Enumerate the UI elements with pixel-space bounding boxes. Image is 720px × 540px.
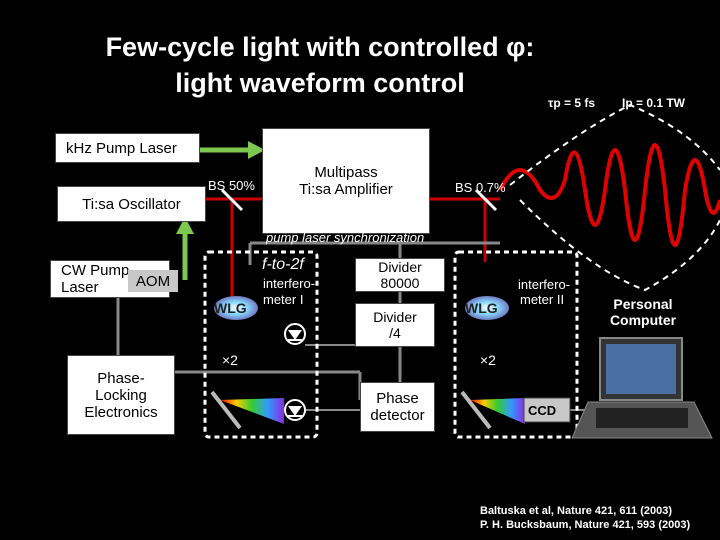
- phase-detector-label-2: detector: [370, 407, 425, 424]
- sync-label: pump laser synchronization: [266, 230, 425, 245]
- cw-pump-label-2: Laser: [61, 279, 99, 296]
- amplifier-label-1: Multipass: [314, 164, 378, 181]
- amplifier-label-2: Ti:sa Amplifier: [299, 181, 393, 198]
- amplifier-box: Multipass Ti:sa Amplifier: [262, 128, 430, 234]
- interferometer-2-label-2: meter II: [520, 292, 565, 307]
- title-line1: Few-cycle light with controlled φ:: [105, 32, 535, 62]
- wlg-2-label: WLG: [465, 300, 498, 316]
- aom-label: AOM: [135, 272, 171, 290]
- beam-splitter-50: [220, 188, 244, 212]
- cw-pump-box: CW Pump Laser: [50, 260, 170, 298]
- phase-locking-label-3: Electronics: [84, 403, 158, 421]
- aom-box: AOM: [128, 270, 178, 292]
- interferometer-2-label-1: interfero-: [518, 277, 571, 292]
- pulse-waveform: [498, 143, 720, 247]
- cw-pump-label-1: CW Pump: [61, 262, 130, 279]
- reference-1: Baltuska et al, Nature 421, 611 (2003): [480, 505, 672, 517]
- interferometer-1-label-1: interfero-: [263, 276, 316, 291]
- spectrum-2-fan: [470, 398, 525, 424]
- divider-1-label-2: 80000: [380, 275, 420, 291]
- pump-laser-label: kHz Pump Laser: [66, 139, 177, 157]
- beam-splitter-07: [474, 188, 498, 212]
- divider-2-label-2: /4: [389, 325, 401, 341]
- cw-pump-arrowhead: [176, 217, 194, 234]
- pulse-envelope-upper: [509, 103, 720, 186]
- computer-label-2: Computer: [609, 312, 677, 328]
- computer-label-1: Personal: [613, 296, 673, 312]
- f-to-2f-label: f-to-2f: [262, 256, 304, 273]
- pulse-envelope-lower: [519, 199, 720, 292]
- ccd-sensor: [523, 397, 571, 423]
- phase-detector-box: Phase detector: [360, 382, 435, 432]
- phase-locking-label-1: Phase-: [97, 369, 145, 387]
- pulse-duration-label: τp = 5 fs: [548, 96, 596, 110]
- reference-2: P. H. Bucksbaum, Nature 421, 593 (2003): [480, 519, 691, 531]
- photodiode-2-icon: [284, 399, 306, 421]
- pump-arrowhead: [248, 141, 265, 159]
- wlg-2-glow: [465, 296, 509, 320]
- grating-1: [210, 390, 242, 430]
- bs50-label: BS 50%: [208, 178, 255, 193]
- wlg-1-glow: [214, 296, 258, 320]
- photodiode-1-icon: [284, 323, 306, 345]
- bs07-label: BS 0.7%: [455, 180, 506, 195]
- ccd-label: CCD: [528, 403, 557, 418]
- computer-label: Personal Computer: [600, 296, 686, 332]
- doubler-1-label: ×2: [222, 352, 238, 368]
- divider-2-box: Divider /4: [355, 303, 435, 347]
- pump-laser-box: kHz Pump Laser: [55, 133, 200, 163]
- divider-1-label-1: Divider: [378, 259, 422, 275]
- title-line2: light waveform control: [175, 68, 465, 98]
- divider-1-box: Divider 80000: [355, 258, 445, 292]
- interferometer-2-frame: [453, 250, 579, 439]
- interferometer-1-label-2: meter I: [263, 292, 304, 307]
- laptop-icon: [571, 337, 713, 439]
- phase-locking-label-2: Locking: [95, 386, 147, 404]
- wlg-1-label: WLG: [214, 300, 247, 316]
- oscillator-label: Ti:sa Oscillator: [82, 195, 181, 213]
- pulse-power-label: Ip = 0.1 TW: [622, 96, 686, 110]
- phase-detector-label-1: Phase: [376, 390, 419, 407]
- doubler-2-label: ×2: [480, 352, 496, 368]
- grating-2: [460, 390, 492, 430]
- phase-locking-box: Phase- Locking Electronics: [67, 355, 175, 435]
- spectrum-1-fan: [220, 398, 284, 424]
- divider-2-label-1: Divider: [373, 309, 417, 325]
- interferometer-1-frame: [203, 250, 319, 439]
- oscillator-box: Ti:sa Oscillator: [57, 186, 206, 222]
